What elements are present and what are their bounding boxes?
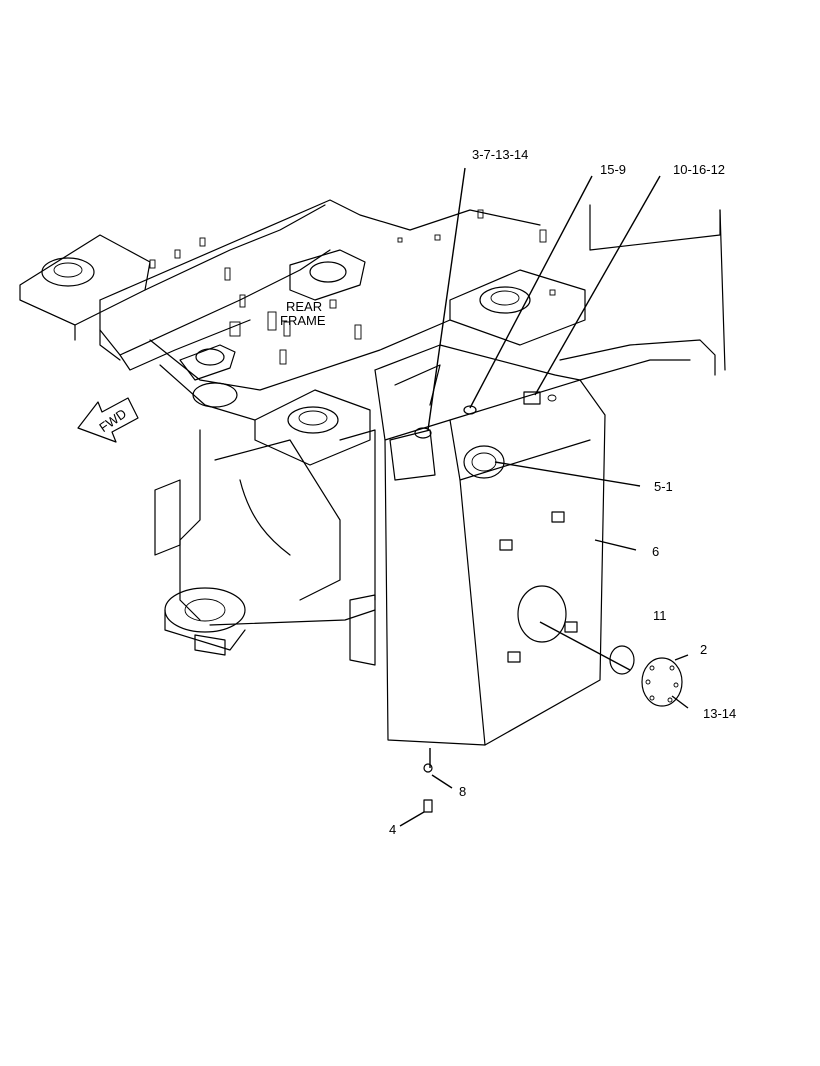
callout-8: 8 (459, 784, 466, 799)
cover-plate (609, 645, 683, 707)
frame-label-line1: REAR (286, 299, 322, 314)
lower-frame (154, 429, 376, 666)
tank-body (374, 344, 606, 746)
callout-10-16-12: 10-16-12 (673, 162, 725, 177)
callout-11: 11 (653, 608, 667, 623)
callout-2: 2 (700, 642, 707, 657)
leader-lines (399, 167, 689, 827)
callout-5-1: 5-1 (654, 479, 673, 494)
fwd-arrow-icon (77, 397, 139, 443)
callout-6: 6 (652, 544, 659, 559)
frame-label-line2: FRAME (280, 313, 326, 328)
drain-fittings (423, 763, 433, 813)
callout-13-14: 13-14 (703, 706, 736, 721)
callout-15-9: 15-9 (600, 162, 626, 177)
callout-3-7-13-14: 3-7-13-14 (472, 147, 528, 162)
rear-frame (19, 199, 726, 466)
callout-4: 4 (389, 822, 396, 837)
